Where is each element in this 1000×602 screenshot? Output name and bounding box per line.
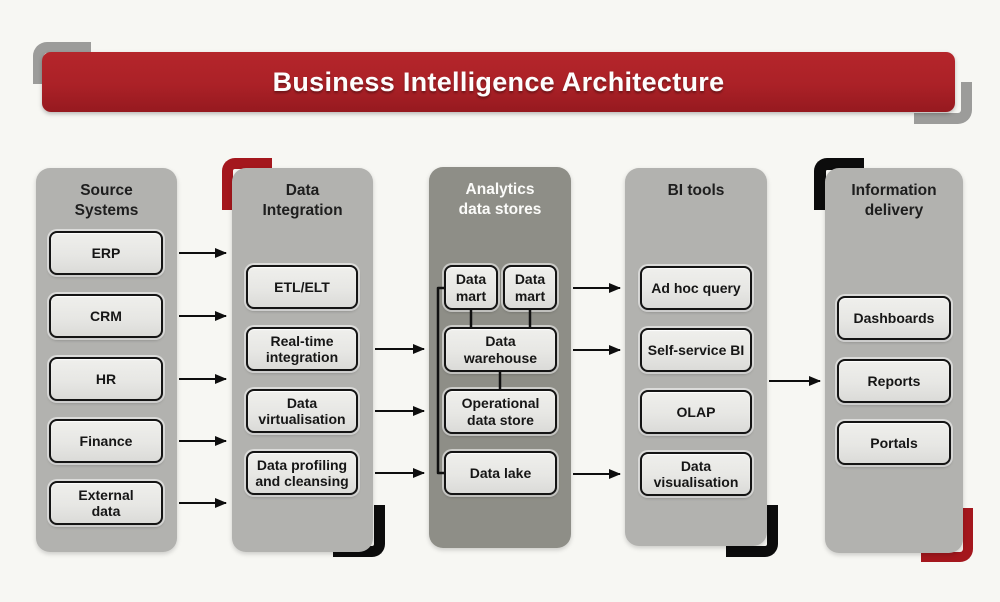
node-data-warehouse: Data warehouse [444, 327, 557, 372]
node-data-lake: Data lake [444, 451, 557, 495]
node-hr: HR [49, 357, 163, 401]
node-data-virtualisation: Data virtualisation [246, 389, 358, 433]
banner-corner-accent-top-left [33, 42, 91, 84]
node-etl-elt: ETL/ELT [246, 265, 358, 309]
node-data-mart-2: Data mart [503, 265, 557, 310]
column-bi-tools: BI tools Ad hoc query Self-service BI OL… [625, 168, 767, 546]
node-self-service-bi: Self-service BI [640, 328, 752, 372]
column-source-systems: Source Systems ERP CRM HR Finance Extern… [36, 168, 177, 552]
bi-tools-corner-accent-bottom-right [726, 505, 778, 557]
node-data-visualisation: Data visualisation [640, 452, 752, 496]
node-data-mart-1: Data mart [444, 265, 498, 310]
node-crm: CRM [49, 294, 163, 338]
node-real-time-integration: Real-time integration [246, 327, 358, 371]
column-header-source-systems: Source Systems [74, 182, 139, 219]
node-olap: OLAP [640, 390, 752, 434]
column-header-data-integration: Data Integration [262, 182, 343, 219]
information-delivery-corner-accent-bottom-right [921, 508, 973, 562]
node-erp: ERP [49, 231, 163, 275]
title-banner: Business Intelligence Architecture [42, 52, 955, 112]
column-header-analytics-data-stores: Analytics data stores [458, 181, 542, 218]
banner-corner-accent-bottom-right [914, 82, 972, 124]
data-integration-corner-accent-top-left [222, 158, 272, 210]
node-finance: Finance [49, 419, 163, 463]
column-analytics-data-stores: Analytics data stores Data mart Data mar… [429, 167, 571, 548]
column-data-integration: Data Integration ETL/ELT Real-time integ… [232, 168, 373, 552]
node-data-profiling-cleansing: Data profiling and cleansing [246, 451, 358, 495]
column-header-information-delivery: Information delivery [851, 182, 937, 219]
page-title: Business Intelligence Architecture [272, 66, 725, 97]
column-header-bi-tools: BI tools [667, 182, 725, 199]
node-dashboards: Dashboards [837, 296, 951, 340]
node-operational-data-store: Operational data store [444, 389, 557, 434]
node-portals: Portals [837, 421, 951, 465]
column-information-delivery: Information delivery Dashboards Reports … [825, 168, 963, 553]
node-external-data: External data [49, 481, 163, 525]
information-delivery-corner-accent-top-left [814, 158, 864, 210]
node-reports: Reports [837, 359, 951, 403]
node-ad-hoc-query: Ad hoc query [640, 266, 752, 310]
